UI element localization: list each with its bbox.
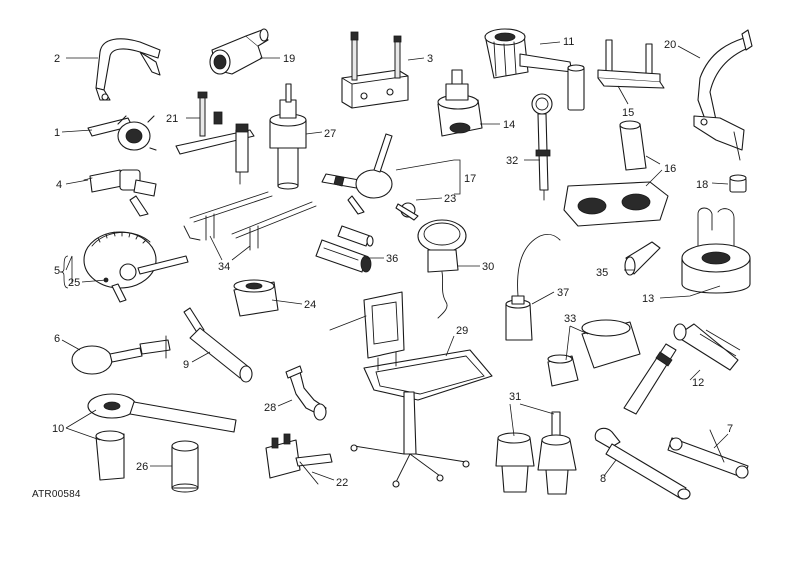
tool-34-pins	[183, 191, 317, 251]
callout-5-brace	[59, 255, 69, 289]
callout-26: 26	[136, 461, 148, 473]
callout-33: 33	[564, 313, 576, 325]
tool-30-gauge	[417, 219, 467, 319]
tool-8-hook-spanner	[594, 427, 691, 500]
callout-23: 23	[444, 193, 456, 205]
callout-22: 22	[336, 477, 348, 489]
reference-code: ATR00584	[32, 489, 81, 500]
tool-17-lever	[321, 133, 419, 221]
tool-21-pin-tool	[175, 91, 255, 185]
callout-29: 29	[456, 325, 468, 337]
callout-36: 36	[386, 253, 398, 265]
callout-21: 21	[166, 113, 178, 125]
callout-20: 20	[664, 39, 676, 51]
tool-32-dial-gauge	[531, 93, 553, 201]
callout-32: 32	[506, 155, 518, 167]
callout-13: 13	[642, 293, 654, 305]
callout-10: 10	[52, 423, 64, 435]
tool-12-handle	[623, 323, 741, 415]
callout-3: 3	[427, 53, 433, 65]
tool-6-mirror	[71, 335, 171, 375]
tool-15-frame	[597, 39, 665, 89]
callout-1: 1	[54, 127, 60, 139]
callout-6: 6	[54, 333, 60, 345]
tool-14-collet	[437, 69, 483, 137]
tool-10-spanner	[87, 393, 237, 481]
tool-4-t-handle	[83, 169, 157, 217]
tool-18-nut	[729, 174, 747, 193]
callout-19: 19	[283, 53, 295, 65]
tool-9-handle	[183, 307, 253, 383]
tool-24-sleeve	[233, 279, 279, 317]
callout-4: 4	[56, 179, 62, 191]
callout-34: 34	[218, 261, 230, 273]
callout-9: 9	[183, 359, 189, 371]
tool-31-fixtures	[495, 411, 577, 495]
callout-25: 25	[68, 277, 80, 289]
callout-24: 24	[304, 299, 316, 311]
callout-12: 12	[692, 377, 704, 389]
callout-28: 28	[264, 402, 276, 414]
callout-5: 5	[54, 265, 60, 277]
tool-19-collet	[209, 28, 269, 75]
callout-16: 16	[664, 163, 676, 175]
tool-20-curved-arm	[693, 29, 753, 161]
callout-8: 8	[600, 473, 606, 485]
callout-15: 15	[622, 107, 634, 119]
tool-16-sleeve-plate	[563, 120, 669, 227]
callout-30: 30	[482, 261, 494, 273]
callout-18: 18	[696, 179, 708, 191]
tool-35-cone	[624, 241, 661, 276]
callout-11: 11	[563, 36, 574, 48]
tool-5-degree-wheel	[83, 231, 189, 303]
tool-7-double-wrench	[667, 429, 749, 479]
tool-1-ring-wrench	[87, 115, 157, 151]
callout-35: 35	[596, 267, 608, 279]
tool-33-bushings	[547, 319, 641, 387]
callout-31: 31	[509, 391, 521, 403]
callout-14: 14	[503, 119, 515, 131]
callout-37: 37	[557, 287, 569, 299]
tool-29-stand	[329, 291, 493, 488]
tool-26-socket	[171, 440, 199, 493]
tool-28-hook	[285, 365, 327, 421]
tool-36-rods	[315, 225, 374, 273]
callout-labels: 2 19 3 11 15 20 1 21 27 14 32 16 18 4 17…	[52, 36, 733, 489]
tool-3-stud-plate	[341, 31, 409, 109]
tool-37-grease-pump	[505, 233, 561, 341]
callout-27: 27	[324, 128, 336, 140]
tool-11-puller	[484, 28, 585, 111]
callout-7: 7	[727, 423, 733, 435]
tool-22-bracket	[265, 433, 333, 485]
callout-17: 17	[464, 173, 476, 185]
callout-2: 2	[54, 53, 60, 65]
tool-2-bracket	[95, 38, 161, 101]
leader-lines	[61, 41, 729, 481]
tool-27-cylinder	[269, 83, 307, 190]
tool-13-pot	[681, 207, 751, 294]
